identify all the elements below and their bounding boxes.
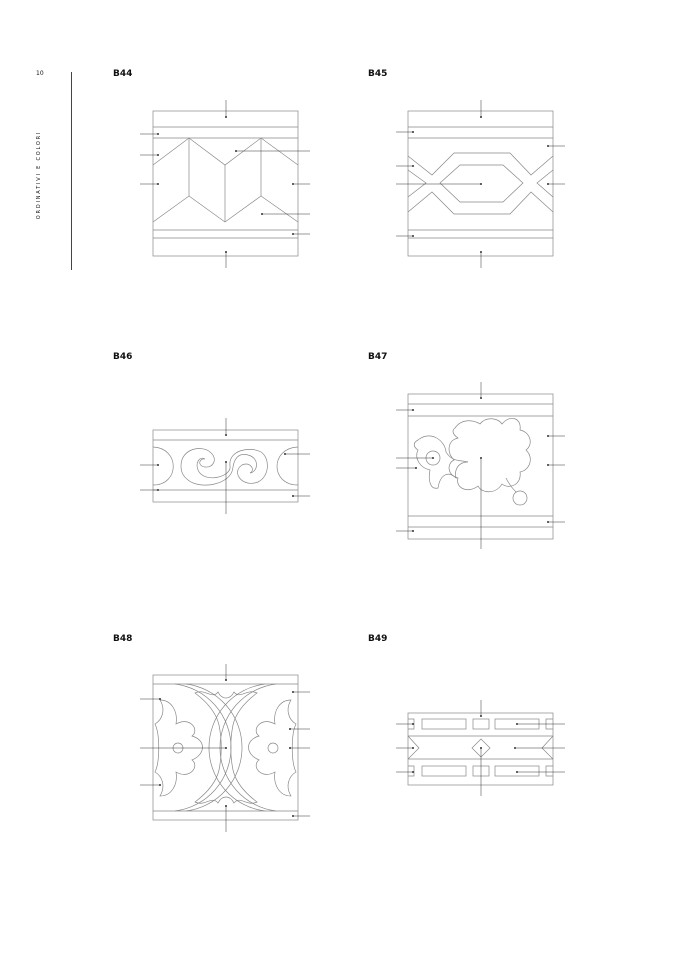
tile-drawing-b47 — [396, 382, 565, 549]
vertical-divider — [71, 72, 72, 270]
tile-drawing-b44 — [140, 100, 310, 268]
section-label: ORDINATIVI E COLORI — [36, 130, 42, 220]
tile-code-b44: B44 — [113, 69, 133, 79]
tile-code-b47: B47 — [368, 352, 388, 362]
page-number: 10 — [36, 70, 44, 77]
tile-drawing-b49 — [396, 700, 565, 796]
tile-drawing-b48 — [140, 664, 310, 832]
tile-code-b48: B48 — [113, 634, 133, 644]
tile-drawing-b45 — [396, 100, 565, 268]
tile-drawing-b46 — [140, 418, 310, 514]
tile-code-b45: B45 — [368, 69, 388, 79]
tile-code-b49: B49 — [368, 634, 388, 644]
tile-code-b46: B46 — [113, 352, 133, 362]
